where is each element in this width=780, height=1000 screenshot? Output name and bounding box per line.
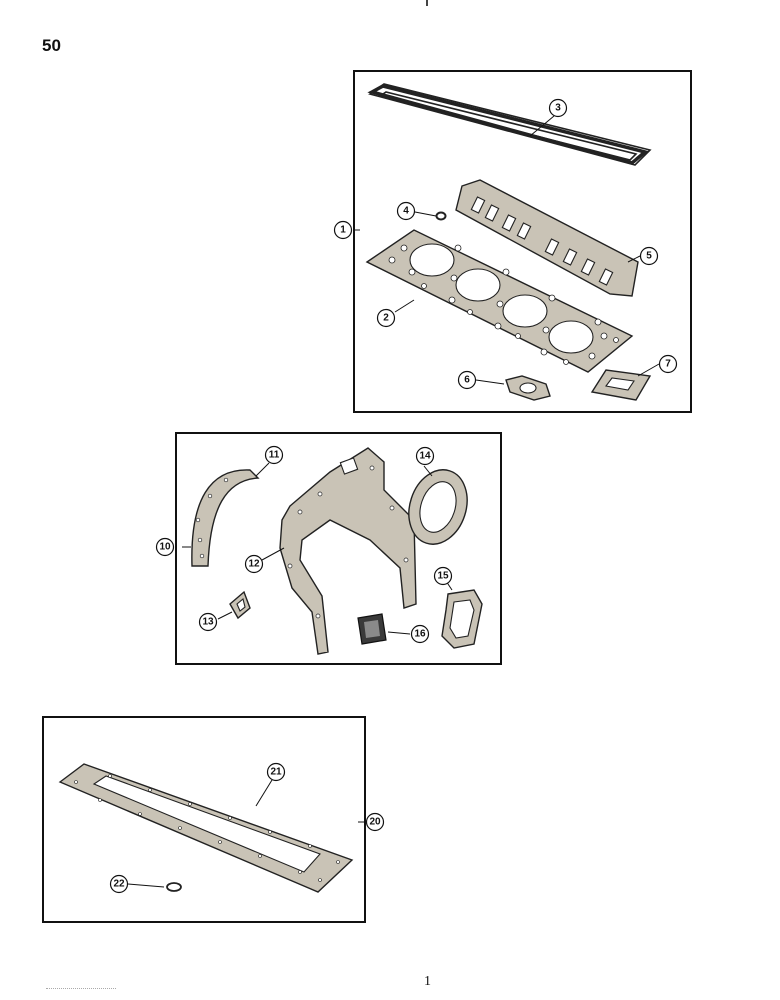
callout-12: 12	[244, 554, 264, 574]
valve-cover-gasket-drawing	[367, 83, 652, 166]
top-registration-mark	[426, 0, 428, 6]
square-gasket-16-drawing	[357, 613, 387, 645]
svg-text:10: 10	[159, 542, 171, 553]
callout-5: 5	[639, 246, 659, 266]
callout-6: 6	[457, 370, 477, 390]
small-gasket-7-drawing	[590, 369, 652, 401]
svg-text:14: 14	[419, 451, 431, 462]
manifold-gasket-drawing	[455, 179, 639, 297]
small-gasket-13-drawing	[229, 590, 251, 620]
svg-text:6: 6	[464, 375, 470, 386]
svg-text:21: 21	[270, 767, 282, 778]
callout-1: 1	[333, 220, 353, 240]
callout-14: 14	[415, 446, 435, 466]
svg-text:12: 12	[248, 559, 260, 570]
callout-2: 2	[376, 308, 396, 328]
callout-16: 16	[410, 624, 430, 644]
svg-text:1: 1	[340, 225, 346, 236]
svg-text:3: 3	[555, 103, 561, 114]
callout-4: 4	[396, 201, 416, 221]
callout-13: 13	[198, 612, 218, 632]
rear-seal-gasket-drawing	[191, 469, 260, 567]
svg-text:5: 5	[646, 251, 652, 262]
callout-15: 15	[433, 566, 453, 586]
small-gasket-6-drawing	[505, 375, 551, 401]
callout-11: 11	[264, 445, 284, 465]
callout-7: 7	[658, 354, 678, 374]
oil-pan-gasket-drawing	[58, 763, 354, 893]
svg-text:22: 22	[113, 879, 125, 890]
svg-text:16: 16	[414, 629, 426, 640]
o-ring-drawing	[435, 211, 447, 221]
svg-text:4: 4	[403, 206, 409, 217]
leader-lines	[127, 115, 660, 888]
plate-gasket-15-drawing	[441, 589, 483, 649]
callout-21: 21	[266, 762, 286, 782]
callout-10: 10	[155, 537, 175, 557]
svg-text:2: 2	[383, 313, 389, 324]
washer-22-drawing	[166, 882, 182, 892]
svg-text:13: 13	[202, 617, 214, 628]
page-number: 50	[42, 36, 61, 55]
ring-gasket-14-drawing	[408, 469, 468, 545]
footer-dotted-mark	[46, 988, 116, 991]
cylinder-head-gasket-drawing	[365, 229, 634, 373]
callout-20: 20	[365, 812, 385, 832]
timing-cover-gasket-drawing	[279, 447, 417, 655]
svg-text:15: 15	[437, 571, 449, 582]
svg-text:11: 11	[269, 450, 280, 461]
svg-text:7: 7	[665, 359, 671, 370]
callout-22: 22	[109, 874, 129, 894]
callout-3: 3	[548, 98, 568, 118]
footer-number: 1	[424, 974, 431, 989]
svg-text:20: 20	[369, 817, 381, 828]
